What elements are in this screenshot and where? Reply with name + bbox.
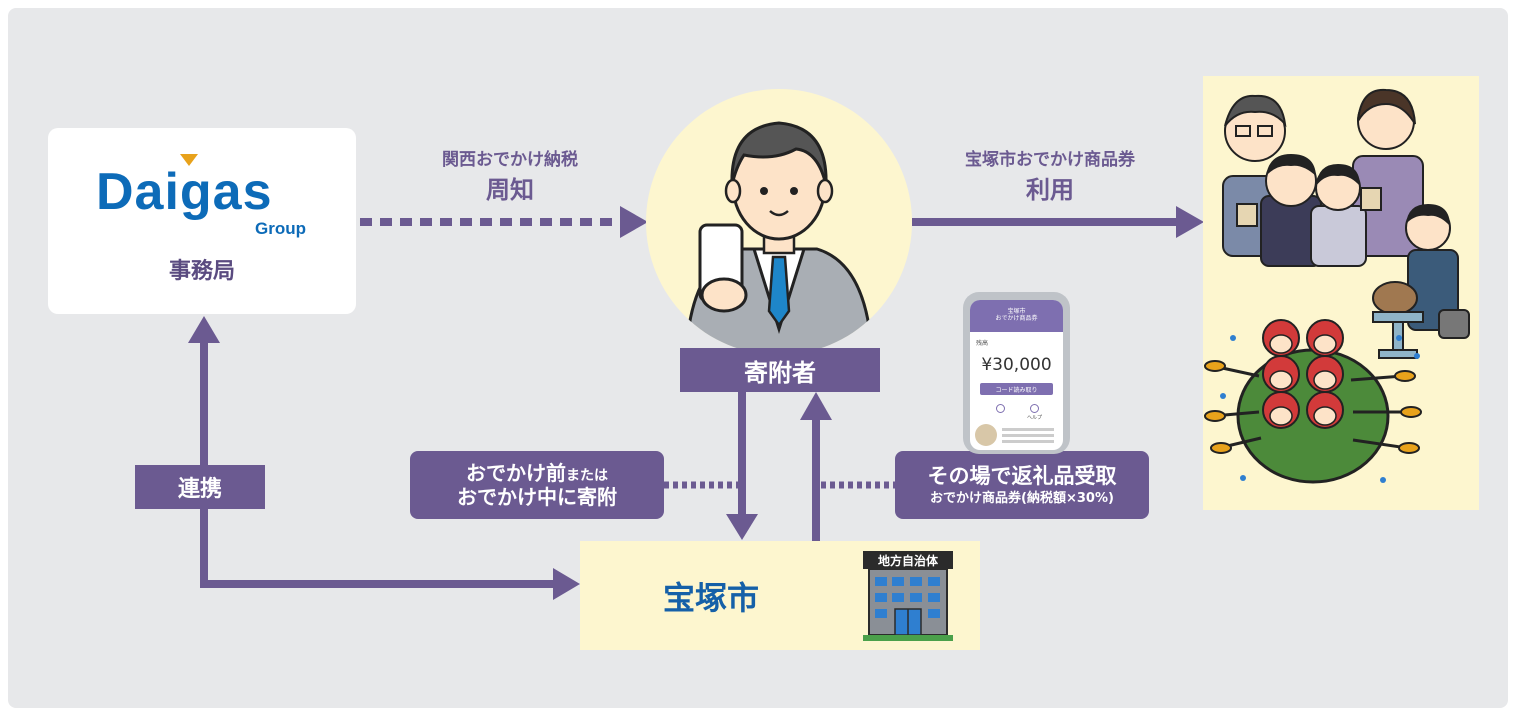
donate-timing-line1: おでかけ前または <box>466 461 608 485</box>
phone-header: 宝塚市 おでかけ商品券 <box>970 300 1063 332</box>
receive-gift-line2: おでかけ商品券(納税額×30%) <box>930 490 1114 506</box>
donor-label: 寄附者 <box>680 348 880 392</box>
notice-top-text: 関西おでかけ納税 <box>442 149 578 170</box>
city-name: 宝塚市 <box>662 579 759 617</box>
donate-timing-line2: おでかけ中に寄附 <box>457 485 617 509</box>
phone-read-button[interactable]: コード読み取り <box>980 383 1053 395</box>
city-box: 宝塚市 地方自治体 <box>580 541 980 650</box>
phone-balance-label: 残高 <box>976 340 989 347</box>
notice-main-text: 周知 <box>486 175 534 204</box>
phone-help-icon[interactable] <box>1030 404 1039 413</box>
phone-mockup: 宝塚市 おでかけ商品券 残高 ¥30,000 コード読み取り ヘルプ <box>963 292 1070 454</box>
phone-history-icon[interactable] <box>996 404 1005 413</box>
receive-gift-line1: その場で返礼品受取 <box>927 463 1117 488</box>
cooperation-up-arrowhead-icon <box>188 316 220 343</box>
family-illustration <box>1222 88 1424 267</box>
daigas-logo-text: Daigas <box>96 163 273 221</box>
daigas-logo-sub: Group <box>255 219 306 238</box>
phone-shop-thumb <box>975 424 997 446</box>
city-up-arrowhead-icon <box>800 392 832 420</box>
use-arrowhead-icon <box>1176 206 1204 238</box>
daigas-logo-mark-icon <box>180 154 198 166</box>
donate-timing-label: おでかけ前または おでかけ中に寄附 <box>410 451 664 519</box>
donor-illustration <box>646 89 912 355</box>
cooperation-label: 連携 <box>135 465 265 509</box>
building-body <box>863 569 953 641</box>
daigas-label: 事務局 <box>168 259 235 284</box>
phone-screen: 宝塚市 おでかけ商品券 残高 ¥30,000 コード読み取り ヘルプ <box>970 300 1063 450</box>
use-top-text: 宝塚市おでかけ商品券 <box>965 149 1135 170</box>
donor-down-arrowhead-icon <box>726 514 758 540</box>
building-sign: 地方自治体 <box>863 551 953 569</box>
notice-arrowhead-icon <box>620 206 648 238</box>
activities-panel <box>1203 76 1479 510</box>
phone-amount: ¥30,000 <box>981 355 1052 375</box>
daigas-box: Daigas Group 事務局 <box>48 128 356 314</box>
activities-illustration <box>1204 88 1470 484</box>
phone-shop-lines <box>1002 428 1054 431</box>
use-main-text: 利用 <box>1026 175 1074 204</box>
rafting-illustration <box>1204 319 1422 484</box>
city-right-arrowhead-icon <box>553 568 580 600</box>
city-building-icon: 地方自治体 <box>863 551 953 643</box>
phone-help-label: ヘルプ <box>1027 415 1043 421</box>
pottery-illustration <box>1372 204 1470 359</box>
receive-gift-label: その場で返礼品受取 おでかけ商品券(納税額×30%) <box>895 451 1149 519</box>
